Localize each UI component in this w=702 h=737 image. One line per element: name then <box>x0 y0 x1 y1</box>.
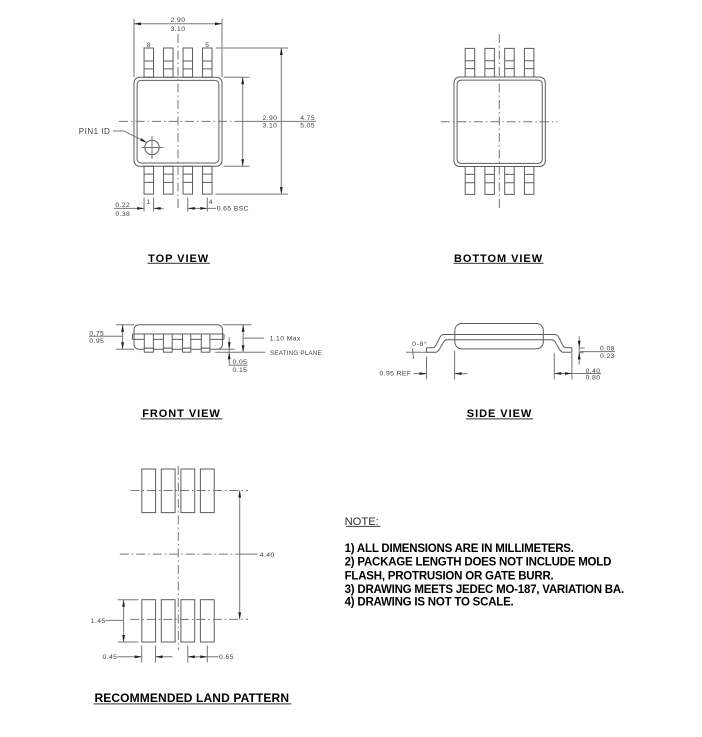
svg-text:0.80: 0.80 <box>586 374 601 381</box>
svg-text:NOTE:: NOTE: <box>345 516 379 528</box>
svg-text:3.10: 3.10 <box>171 26 186 33</box>
svg-text:0.38: 0.38 <box>115 211 130 218</box>
svg-text:0.22: 0.22 <box>115 202 130 209</box>
svg-text:0.65 BSC: 0.65 BSC <box>217 206 249 213</box>
svg-text:RECOMMENDED LAND PATTERN: RECOMMENDED LAND PATTERN <box>94 691 289 705</box>
svg-text:4.75: 4.75 <box>300 115 315 122</box>
svg-text:0.08: 0.08 <box>600 345 615 352</box>
svg-text:2.90: 2.90 <box>263 115 278 122</box>
svg-text:5.05: 5.05 <box>300 122 315 129</box>
svg-text:5: 5 <box>205 42 209 49</box>
svg-text:PIN1 ID: PIN1 ID <box>79 127 111 136</box>
svg-text:0.40: 0.40 <box>586 368 601 375</box>
svg-text:SIDE VIEW: SIDE VIEW <box>467 408 532 420</box>
svg-text:0.65: 0.65 <box>219 654 234 661</box>
svg-text:3.10: 3.10 <box>263 122 278 129</box>
svg-text:0.75: 0.75 <box>89 331 104 338</box>
svg-text:FLASH, PROTRUSION OR GATE BURR: FLASH, PROTRUSION OR GATE BURR. <box>345 570 554 582</box>
svg-text:0.95 REF: 0.95 REF <box>380 371 412 378</box>
svg-text:4) DRAWING IS NOT TO SCALE.: 4) DRAWING IS NOT TO SCALE. <box>345 597 514 609</box>
svg-text:8: 8 <box>147 42 151 49</box>
svg-text:4: 4 <box>209 199 213 206</box>
svg-text:0-8°: 0-8° <box>412 340 427 348</box>
svg-text:0.15: 0.15 <box>233 367 248 374</box>
svg-text:0.23: 0.23 <box>600 353 615 360</box>
svg-text:0.05: 0.05 <box>233 359 248 366</box>
svg-text:SEATING PLANE: SEATING PLANE <box>270 350 322 357</box>
svg-text:TOP VIEW: TOP VIEW <box>148 253 209 265</box>
svg-text:1.45: 1.45 <box>91 618 106 625</box>
svg-text:4.40: 4.40 <box>260 552 275 559</box>
svg-text:FRONT VIEW: FRONT VIEW <box>142 408 221 420</box>
svg-text:1: 1 <box>147 199 151 206</box>
svg-text:2) PACKAGE LENGTH DOES NOT INC: 2) PACKAGE LENGTH DOES NOT INCLUDE MOLD <box>345 557 612 569</box>
svg-text:1) ALL DIMENSIONS ARE IN MILLI: 1) ALL DIMENSIONS ARE IN MILLIMETERS. <box>345 543 574 555</box>
svg-text:BOTTOM VIEW: BOTTOM VIEW <box>454 253 543 265</box>
svg-text:0.95: 0.95 <box>89 338 104 345</box>
svg-text:0.45: 0.45 <box>103 654 118 661</box>
svg-text:2.90: 2.90 <box>171 17 186 24</box>
svg-text:1.10 Max: 1.10 Max <box>270 336 301 343</box>
svg-text:3) DRAWING MEETS JEDEC MO-187,: 3) DRAWING MEETS JEDEC MO-187, VARIATION… <box>345 584 624 596</box>
